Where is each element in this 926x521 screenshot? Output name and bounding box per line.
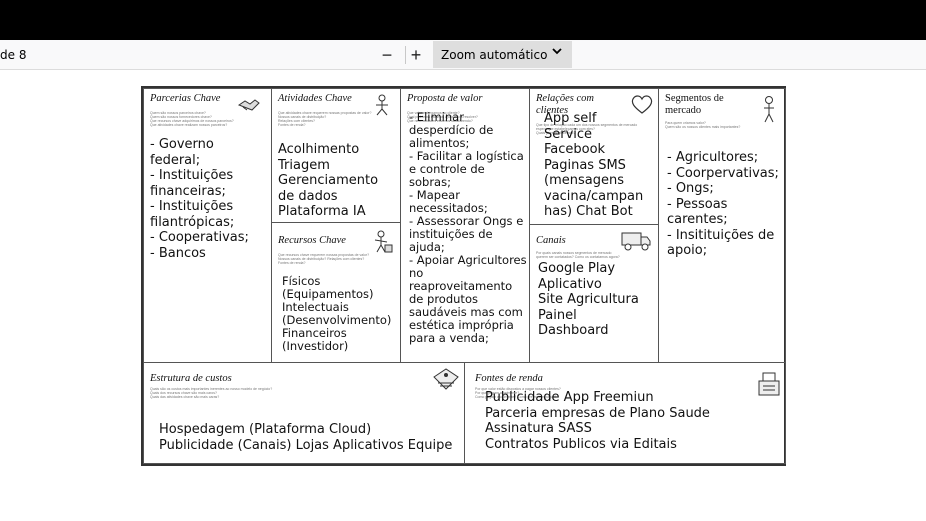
truck-icon xyxy=(620,229,652,253)
plus-icon: + xyxy=(410,44,422,65)
factory-worker-icon xyxy=(368,229,393,253)
zoom-out-button[interactable]: − xyxy=(376,44,398,66)
person-icon xyxy=(759,95,783,123)
cell-content: - Agricultores; - Coorpervativas; - Ongs… xyxy=(667,150,779,258)
cell-content: Publicidade App Freemiun Parceria empres… xyxy=(485,390,710,452)
cell-content: Acolhimento Triagem Gerenciamento de dad… xyxy=(278,142,379,219)
cell-content: Hospedagem (Plataforma Cloud) Publicidad… xyxy=(159,422,453,453)
cell-title: Segmentos de mercado xyxy=(665,93,724,116)
cell-parcerias-chave: Parcerias Chave Quem são nossos parceiro… xyxy=(143,88,272,363)
cell-canais: Canais Por quais canais nossos segmentos… xyxy=(529,224,659,363)
cell-estrutura-de-custos: Estrutura de custos Quais são os custos … xyxy=(143,362,465,464)
heart-icon xyxy=(630,93,654,115)
cell-content: - Governo federal; - Instituições financ… xyxy=(150,137,249,261)
chevron-down-icon xyxy=(552,46,562,59)
cell-title: Estrutura de custos xyxy=(150,373,232,384)
cell-title: Parcerias Chave xyxy=(150,93,221,104)
cell-recursos-chave: Recursos Chave Que recursos chave requer… xyxy=(271,222,401,363)
zoom-select-value: Zoom automático xyxy=(441,47,548,62)
zoom-select[interactable]: Zoom automático xyxy=(433,41,572,68)
worker-icon xyxy=(370,93,394,116)
toolbar-separator xyxy=(405,46,406,64)
handshake-icon xyxy=(237,93,261,115)
browser-top-bar xyxy=(0,0,926,40)
page-count-label: de 8 xyxy=(0,48,27,62)
cell-title: Relações com clientes xyxy=(536,93,595,116)
cell-segmentos-de-mercado: Segmentos de mercado Para quem criamos v… xyxy=(658,88,786,363)
cell-title: Proposta de valor xyxy=(407,93,483,104)
cell-content: Físicos (Equipamentos) Intelectuais (Des… xyxy=(282,274,392,353)
cell-content: - Eliminar desperdício de alimentos; - F… xyxy=(409,110,527,345)
cash-register-icon xyxy=(755,369,783,399)
price-tag-icon xyxy=(430,367,460,393)
cell-content: Google Play Aplicativo Site Agricultura … xyxy=(538,261,639,338)
cell-content: App self Service Facebook Paginas SMS (m… xyxy=(544,111,644,219)
cell-atividades-chave: Atividades Chave Que atividades chave re… xyxy=(271,88,401,223)
cell-proposta-de-valor: Proposta de valor Que valor entregamos a… xyxy=(400,88,530,363)
cell-fontes-de-renda: Fontes de renda Por que valor estão disp… xyxy=(464,362,786,464)
cell-title: Recursos Chave xyxy=(278,235,346,246)
business-model-canvas: Parcerias Chave Quem são nossos parceiro… xyxy=(141,86,786,466)
cell-title: Canais xyxy=(536,235,566,246)
minus-icon: − xyxy=(381,44,393,65)
cell-title: Fontes de renda xyxy=(475,373,543,384)
cell-relacoes-com-clientes: Relações com clientes Que tipo de relaçã… xyxy=(529,88,659,225)
pdf-toolbar: de 8 − + Zoom automático xyxy=(0,40,926,70)
cell-title: Atividades Chave xyxy=(278,93,352,104)
zoom-in-button[interactable]: + xyxy=(405,44,427,66)
